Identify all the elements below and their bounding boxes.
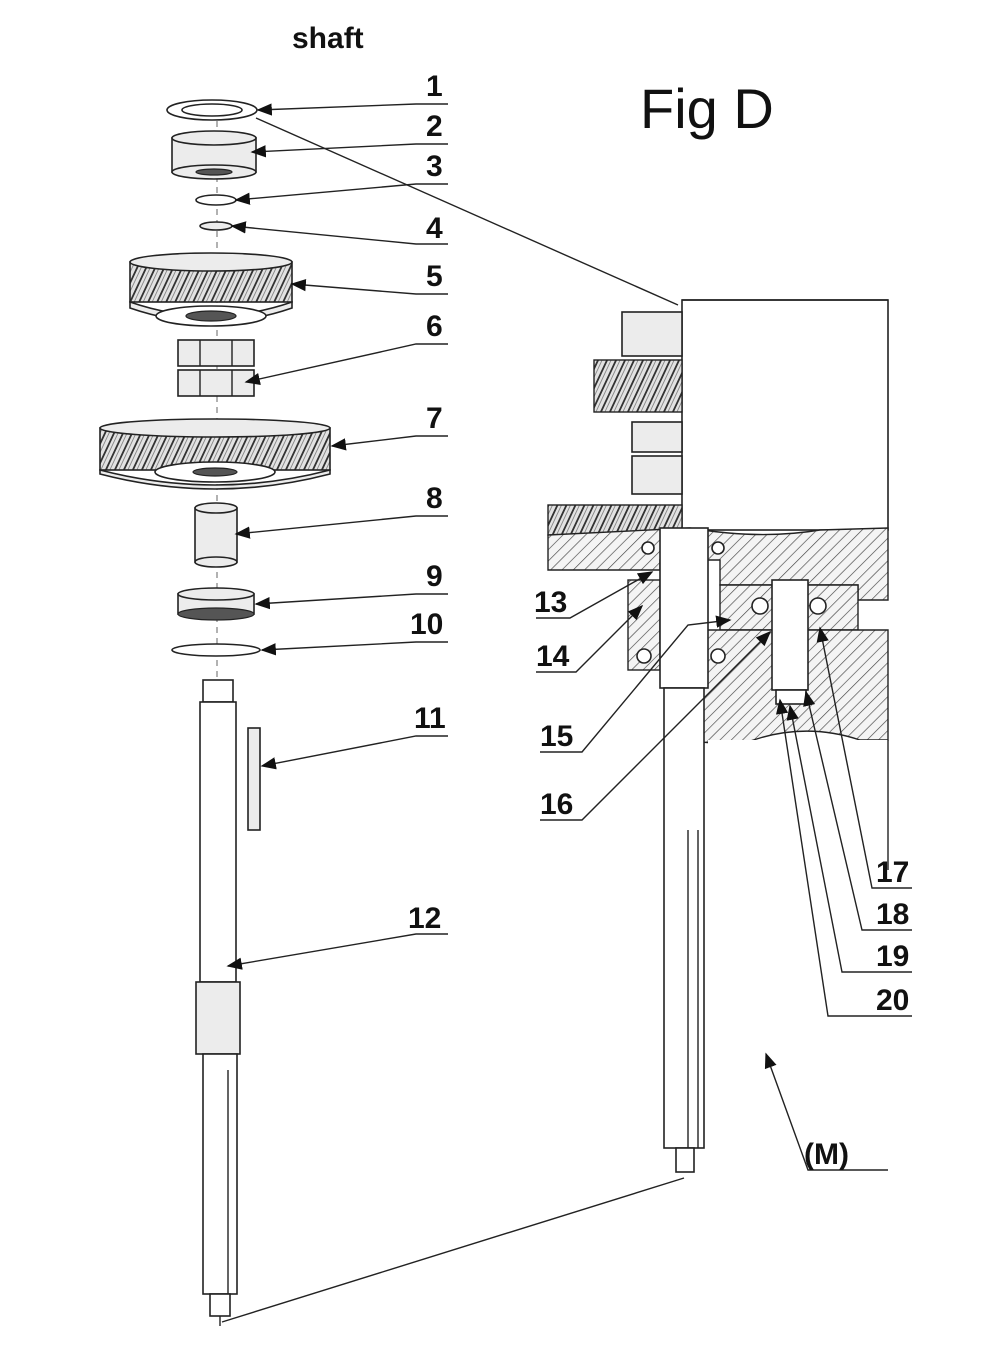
- part-12-shaft: [195, 679, 241, 1326]
- part-label-18: 18: [876, 898, 909, 931]
- part-label-7: 7: [426, 402, 443, 435]
- figure-label: Fig D: [640, 77, 774, 140]
- leader-lines: [226, 103, 912, 1171]
- part-label-8: 8: [426, 482, 443, 515]
- part-label-4: 4: [426, 212, 443, 245]
- part-label-15: 15: [540, 720, 573, 753]
- part-1-washer: [166, 99, 258, 121]
- assembled-view: [547, 299, 889, 1173]
- part-9-bearing: [177, 587, 255, 621]
- part-2-bearing: [171, 130, 257, 180]
- part-label-3: 3: [426, 150, 443, 183]
- part-labels: 1 2 3 4 5 6 7 8 9 10 11 12 13 14 15 16 1…: [408, 70, 909, 1171]
- part-label-16: 16: [540, 788, 573, 821]
- part-label-12: 12: [408, 902, 441, 935]
- connector-line-bottom: [221, 1177, 685, 1323]
- part-7-large-gear: [99, 418, 331, 490]
- part-11-key: [247, 727, 261, 831]
- part-label-6: 6: [426, 310, 443, 343]
- part-3-small-washer: [195, 194, 237, 206]
- part-label-10: 10: [410, 608, 443, 641]
- part-label-17: 17: [876, 856, 909, 889]
- part-label-11: 11: [414, 702, 446, 735]
- view-label-m: (M): [804, 1138, 849, 1171]
- part-6-nuts: [177, 339, 255, 397]
- part-label-19: 19: [876, 940, 909, 973]
- part-label-20: 20: [876, 984, 909, 1017]
- part-label-13: 13: [534, 586, 567, 619]
- part-label-9: 9: [426, 560, 443, 593]
- part-10-thin-washer: [171, 643, 261, 657]
- exploded-stack: [99, 99, 331, 1326]
- part-8-spacer: [194, 502, 238, 568]
- part-4-circlip: [199, 221, 233, 231]
- connector-line-top: [255, 117, 679, 306]
- part-label-14: 14: [536, 640, 570, 673]
- part-label-1: 1: [426, 70, 443, 103]
- part-label-2: 2: [426, 110, 443, 143]
- diagram-title: shaft: [292, 22, 364, 55]
- part-5-gear: [129, 252, 293, 327]
- part-label-5: 5: [426, 260, 443, 293]
